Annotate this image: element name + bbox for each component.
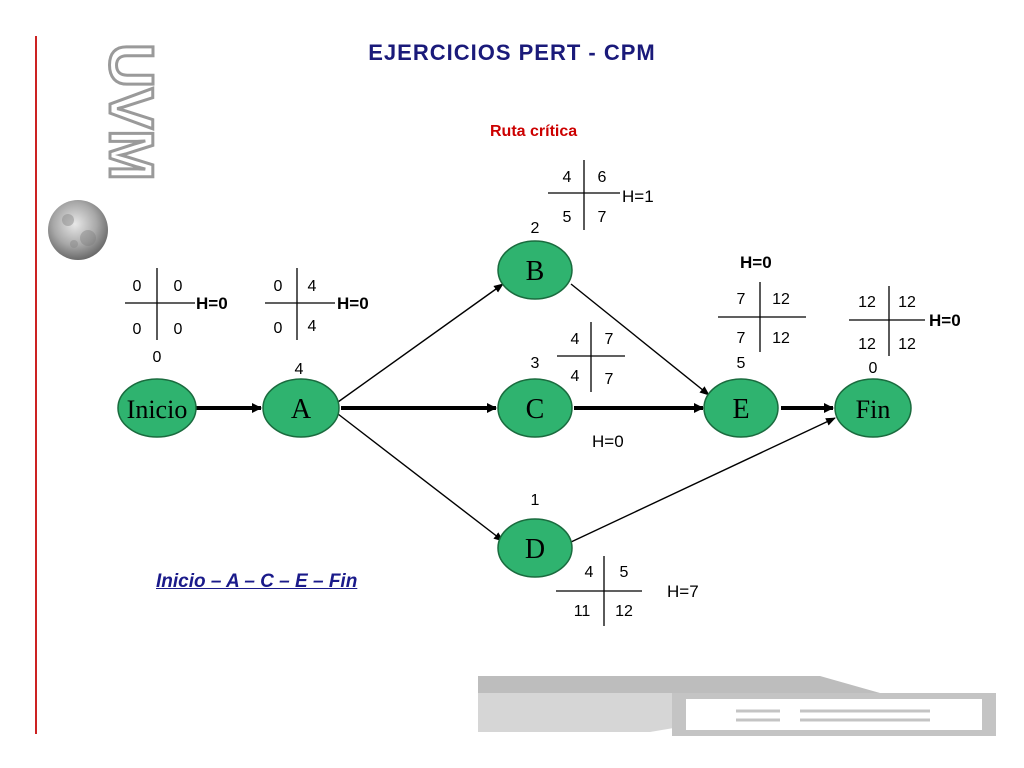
critical-path-label: Ruta crítica [490, 123, 578, 140]
time-grid-c: 4 7 4 7 [557, 322, 625, 392]
duration-a: 4 [295, 361, 304, 378]
critical-path-sequence: Inicio – A – C – E – Fin [156, 571, 358, 592]
uvm-logo: UVM [96, 43, 165, 181]
node-label: B [526, 256, 545, 287]
late-start: 0 [274, 320, 283, 337]
node-label: Fin [856, 395, 891, 424]
late-start: 11 [574, 603, 591, 620]
early-finish: 5 [620, 564, 629, 581]
duration-fin: 0 [869, 360, 878, 377]
early-finish: 12 [898, 294, 916, 311]
duration-inicio: 0 [153, 349, 162, 366]
edge-a-b [337, 283, 504, 403]
node-c: C [497, 378, 573, 438]
late-finish: 7 [598, 209, 607, 226]
late-finish: 0 [174, 321, 183, 338]
duration-d: 1 [531, 492, 540, 509]
early-finish: 7 [605, 331, 614, 348]
node-e: E [703, 378, 779, 438]
node-label: Inicio [127, 395, 188, 424]
late-start: 12 [858, 336, 876, 353]
time-grid-d: 4 5 11 12 [556, 556, 642, 626]
moon-emblem [48, 200, 108, 260]
slack-fin: H=0 [929, 311, 961, 330]
early-finish: 0 [174, 278, 183, 295]
slack-a: H=0 [337, 294, 369, 313]
time-grid-fin: 12 12 12 12 [849, 286, 925, 356]
late-finish: 12 [615, 603, 633, 620]
time-grid-a: 0 4 0 4 [265, 268, 335, 340]
early-finish: 6 [598, 169, 607, 186]
edge-d-e [570, 417, 836, 543]
late-start: 7 [737, 330, 746, 347]
early-start: 4 [571, 331, 580, 348]
node-b: B [497, 240, 573, 300]
node-label: E [732, 394, 749, 425]
time-grid-b: 4 6 5 7 [548, 160, 620, 230]
time-grid-inicio: 0 0 0 0 [125, 268, 195, 340]
early-start: 7 [737, 291, 746, 308]
duration-c: 3 [531, 355, 540, 372]
node-d: D [497, 518, 573, 578]
early-start: 12 [858, 294, 876, 311]
early-start: 4 [585, 564, 594, 581]
footer-decoration [478, 676, 996, 736]
node-fin: Fin [834, 378, 912, 438]
early-start: 0 [133, 278, 142, 295]
duration-b: 2 [531, 220, 540, 237]
edge-a-d [337, 413, 504, 542]
early-finish: 12 [772, 291, 790, 308]
node-inicio: Inicio [117, 378, 197, 438]
late-finish: 12 [772, 330, 790, 347]
slack-c: H=0 [592, 432, 624, 451]
slack-d: H=7 [667, 582, 699, 601]
late-start: 0 [133, 321, 142, 338]
node-label: D [525, 534, 545, 565]
late-finish: 7 [605, 371, 614, 388]
early-start: 4 [563, 169, 572, 186]
late-finish: 4 [308, 318, 317, 335]
duration-e: 5 [737, 355, 746, 372]
slack-inicio: H=0 [196, 294, 228, 313]
slide-title: EJERCICIOS PERT - CPM [368, 40, 656, 65]
slack-e: H=0 [740, 253, 772, 272]
node-label: A [291, 394, 312, 425]
late-start: 5 [563, 209, 572, 226]
early-start: 0 [274, 278, 283, 295]
edge-b-e [570, 283, 710, 396]
late-start: 4 [571, 368, 580, 385]
slack-b: H=1 [622, 187, 654, 206]
late-finish: 12 [898, 336, 916, 353]
node-a: A [262, 378, 340, 438]
node-label: C [526, 394, 545, 425]
time-grid-e: 7 12 7 12 [718, 282, 806, 352]
early-finish: 4 [308, 278, 317, 295]
